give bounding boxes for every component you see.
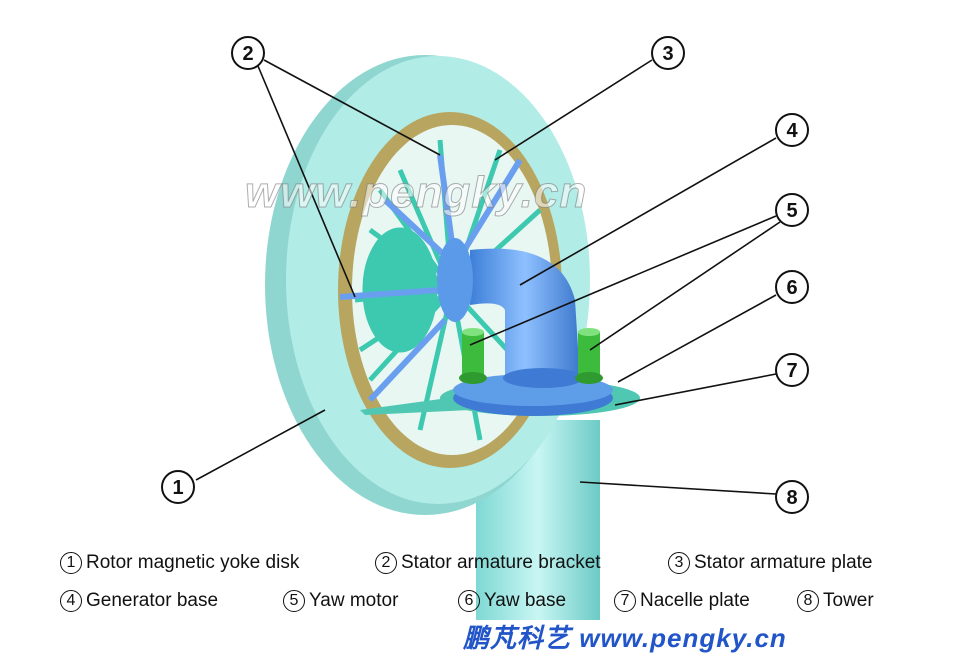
- legend-num: 5: [283, 590, 305, 612]
- legend-num: 1: [60, 552, 82, 574]
- legend-num: 3: [668, 552, 690, 574]
- callout-2: 2: [242, 43, 253, 65]
- legend-label: Yaw motor: [309, 590, 399, 611]
- leader-lines: [195, 59, 781, 495]
- legend-num: 8: [797, 590, 819, 612]
- legend-num: 6: [458, 590, 480, 612]
- callout-7: 7: [786, 360, 797, 382]
- legend-label: Tower: [823, 590, 874, 611]
- legend-label: Stator armature plate: [694, 552, 873, 573]
- yaw-motor-left: [459, 328, 487, 384]
- legend-label: Stator armature bracket: [401, 552, 601, 573]
- generator-base: [437, 238, 583, 388]
- watermark: www.pengky.cn: [244, 168, 588, 218]
- legend-label: Yaw base: [484, 590, 567, 611]
- stator-armature-bracket: [339, 154, 523, 403]
- callout-6: 6: [786, 277, 797, 299]
- callout-3: 3: [662, 43, 673, 65]
- brand-caption: 鹏芃科艺 www.pengky.cn: [463, 623, 787, 653]
- callout-4: 4: [786, 120, 798, 142]
- callouts: [161, 36, 809, 514]
- yaw-motor-right: [575, 328, 603, 384]
- legend-num: 7: [614, 590, 636, 612]
- callout-1: 1: [172, 477, 183, 499]
- legend-num: 4: [60, 590, 82, 612]
- callout-8: 8: [786, 487, 797, 509]
- callout-5: 5: [786, 200, 797, 222]
- legend-label: Generator base: [86, 590, 219, 611]
- legend-label: Nacelle plate: [640, 590, 750, 611]
- legend-label: Rotor magnetic yoke disk: [86, 552, 300, 573]
- legend-num: 2: [375, 552, 397, 574]
